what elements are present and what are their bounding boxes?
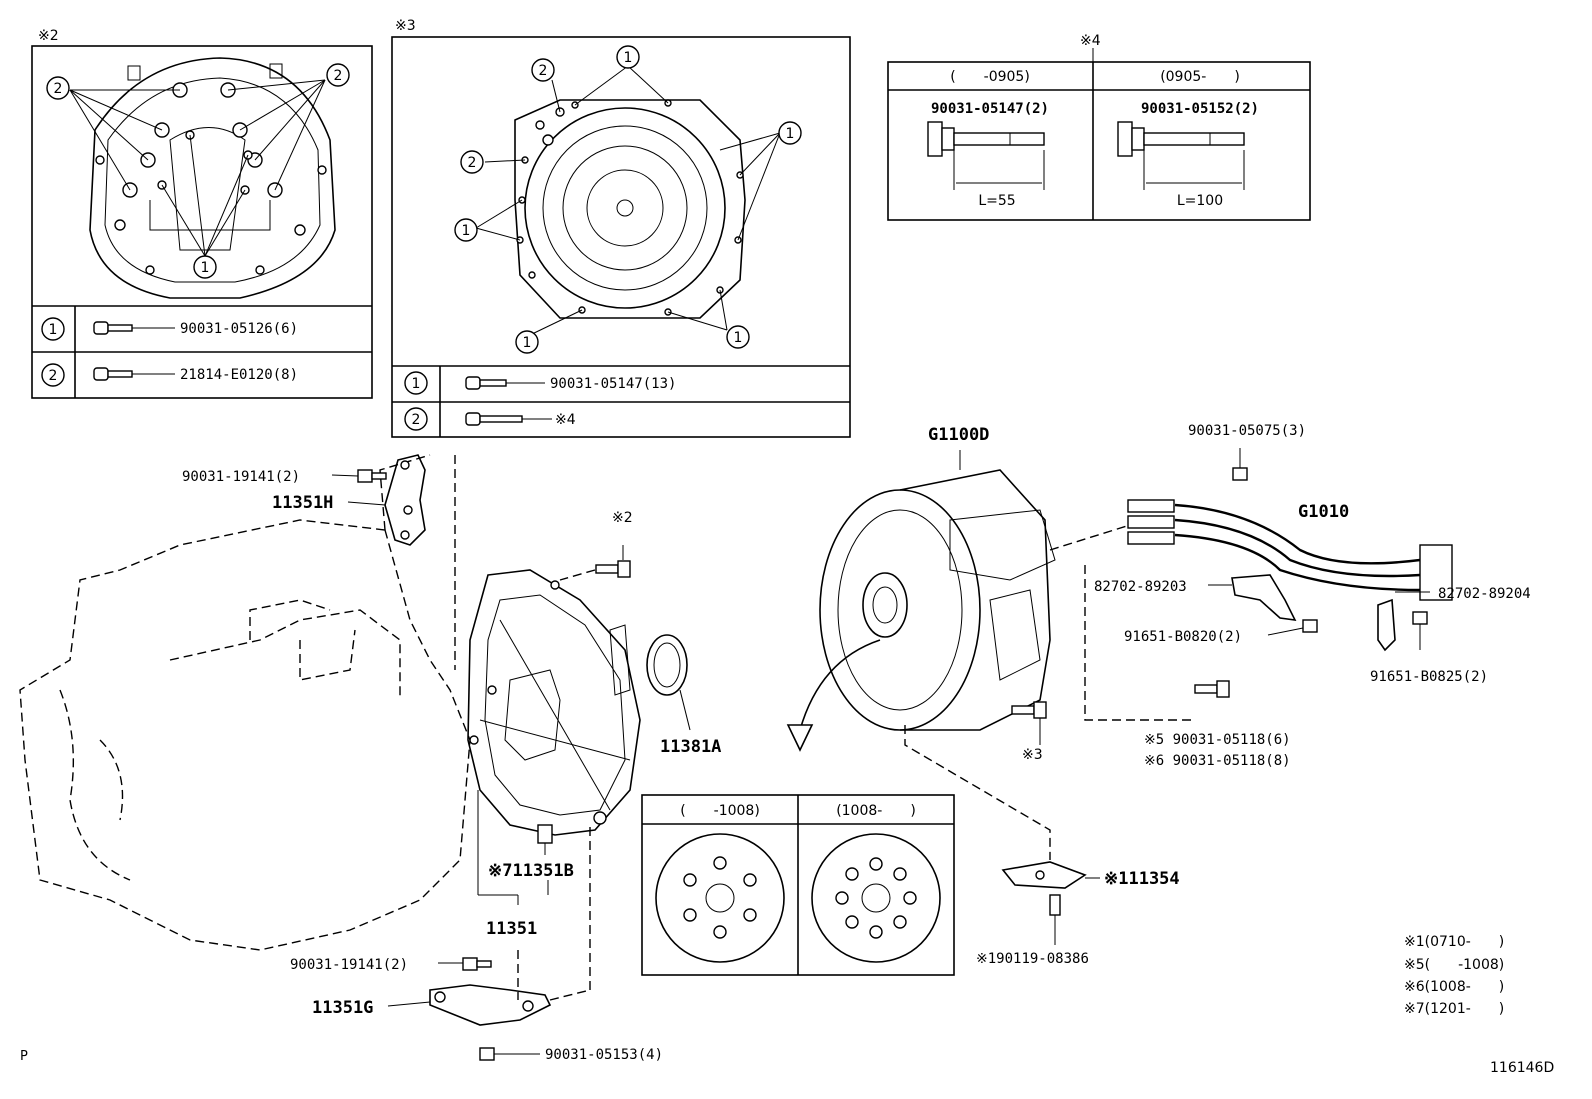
callout-1: 1 (462, 223, 471, 239)
label-82702-89204: 82702-89204 (1438, 586, 1531, 602)
label-91651-B0825: 91651-B0825(2) (1370, 669, 1488, 685)
bell-housing-front-view (89, 57, 336, 299)
label-90031-05118-5: ※5 90031-05118(6) (1144, 732, 1291, 748)
right-leaders (1039, 584, 1430, 879)
diagram-id: 116146D (1490, 1060, 1554, 1076)
callout-1-bottom: 1 (201, 260, 210, 276)
stud-11351B (537, 824, 553, 855)
flywheel-arrow (786, 639, 881, 752)
callout-1: 1 (624, 50, 633, 66)
inset-note2-leaders (69, 79, 326, 257)
part-labels: 90031-19141(2) 11351H ※2 11381A ※711351B… (182, 423, 1531, 1063)
bolt-icon (1011, 701, 1047, 740)
inset2-row2-num: 2 (49, 368, 58, 384)
bolt-icon (465, 376, 507, 390)
label-82702-89203: 82702-89203 (1094, 579, 1187, 595)
callout-1: 1 (734, 330, 743, 346)
label-90119-08386: ※190119-08386 (976, 951, 1089, 967)
plate-111354 (1001, 861, 1087, 945)
inset-note2-label: ※2 (38, 28, 59, 44)
hybrid-transaxle-G1100D (819, 450, 1056, 731)
inset-note2: ※2 (31, 28, 373, 399)
bracket-82702-89203 (1231, 574, 1318, 633)
bracket-11351G (429, 957, 552, 1061)
corner-p-mark: P (20, 1049, 28, 1064)
inset4-range-left: ( -0905) (950, 69, 1030, 85)
inset2-row1-num: 1 (49, 322, 58, 338)
inset-note4: ※4 ( -0905) (0905- ) 90031-05147(2) 9003… (887, 33, 1311, 221)
callout-2: 2 (539, 63, 548, 79)
bolt-icon (465, 412, 523, 426)
cable-G1010 (1127, 448, 1453, 601)
label-note3: ※3 (1022, 747, 1043, 763)
label-11381A: 11381A (660, 737, 721, 757)
label-G1100D: G1100D (928, 425, 989, 445)
inset4-range-right: (0905- ) (1160, 69, 1240, 85)
inset-note4-label: ※4 (1080, 33, 1101, 49)
bolt-icon (93, 321, 133, 335)
bracket-11351H (357, 454, 426, 546)
bolt-icon (93, 367, 133, 381)
footnote-5: ※5( -1008) (1404, 957, 1504, 973)
inset2-row1-part: 90031-05126(6) (180, 321, 298, 337)
label-note2: ※2 (612, 510, 633, 526)
flywheel-variants-table: ( -1008) (1008- ) (641, 794, 955, 976)
converter-housing-view (514, 99, 746, 319)
short-bolt-icon (927, 121, 1045, 157)
label-90031-19141-bottom: 90031-19141(2) (290, 957, 408, 973)
inset-note3-leaders (475, 65, 781, 336)
inset2-row2-part: 21814-E0120(8) (180, 367, 298, 383)
flywheel-plate-8-hole (811, 833, 941, 963)
long-bolt-icon (1117, 121, 1245, 157)
variant-range-right: (1008- ) (836, 803, 916, 819)
transmission-housing-11351 (467, 569, 641, 836)
footnote-7: ※7(1201- ) (1404, 1001, 1504, 1017)
flywheel-plate-6-hole (655, 833, 785, 963)
inset3-row2-num: 2 (412, 412, 421, 428)
oil-seal-11381A (646, 634, 691, 731)
inset4-length-left: L=55 (978, 193, 1015, 209)
inset3-row1-part: 90031-05147(13) (550, 376, 676, 392)
mounting-dash-lines (517, 825, 591, 1001)
label-90031-05118-6: ※6 90031-05118(8) (1144, 753, 1291, 769)
footnote-1: ※1(0710- ) (1404, 934, 1504, 950)
label-91651-B0820: 91651-B0820(2) (1124, 629, 1242, 645)
label-90031-05153: 90031-05153(4) (545, 1047, 663, 1063)
label-G1010: G1010 (1298, 502, 1349, 522)
inset4-part-left: 90031-05147(2) (931, 101, 1049, 117)
label-90031-05075: 90031-05075(3) (1188, 423, 1306, 439)
callout-2: 2 (468, 155, 477, 171)
engine-outline (19, 454, 471, 951)
right-dash-lines (904, 524, 1195, 860)
bolt-icon (559, 545, 631, 581)
inset4-part-right: 90031-05152(2) (1141, 101, 1259, 117)
inset-note3: ※3 1 (391, 18, 851, 438)
inset4-length-right: L=100 (1177, 193, 1223, 209)
label-11351B: ※711351B (488, 861, 574, 881)
variant-range-left: ( -1008) (680, 803, 760, 819)
label-11351G: 11351G (312, 998, 373, 1018)
left-leaders (331, 474, 549, 1007)
label-111354: ※111354 (1104, 869, 1180, 889)
footnotes: ※1(0710- ) ※5( -1008) ※6(1008- ) ※7(1201… (1404, 934, 1504, 1017)
callout-1: 1 (786, 126, 795, 142)
label-90031-19141-top: 90031-19141(2) (182, 469, 300, 485)
label-11351: 11351 (486, 919, 537, 939)
callout-1: 1 (523, 335, 532, 351)
label-11351H: 11351H (272, 493, 333, 513)
inset3-row2-part: ※4 (555, 412, 576, 428)
bolt-icon (1194, 680, 1230, 698)
footnote-6: ※6(1008- ) (1404, 979, 1504, 995)
callout-2-right: 2 (334, 68, 343, 84)
callout-2-left: 2 (54, 81, 63, 97)
inset-note2-frame (31, 45, 373, 399)
inset-note3-label: ※3 (395, 18, 416, 34)
inset3-row1-num: 1 (412, 376, 421, 392)
